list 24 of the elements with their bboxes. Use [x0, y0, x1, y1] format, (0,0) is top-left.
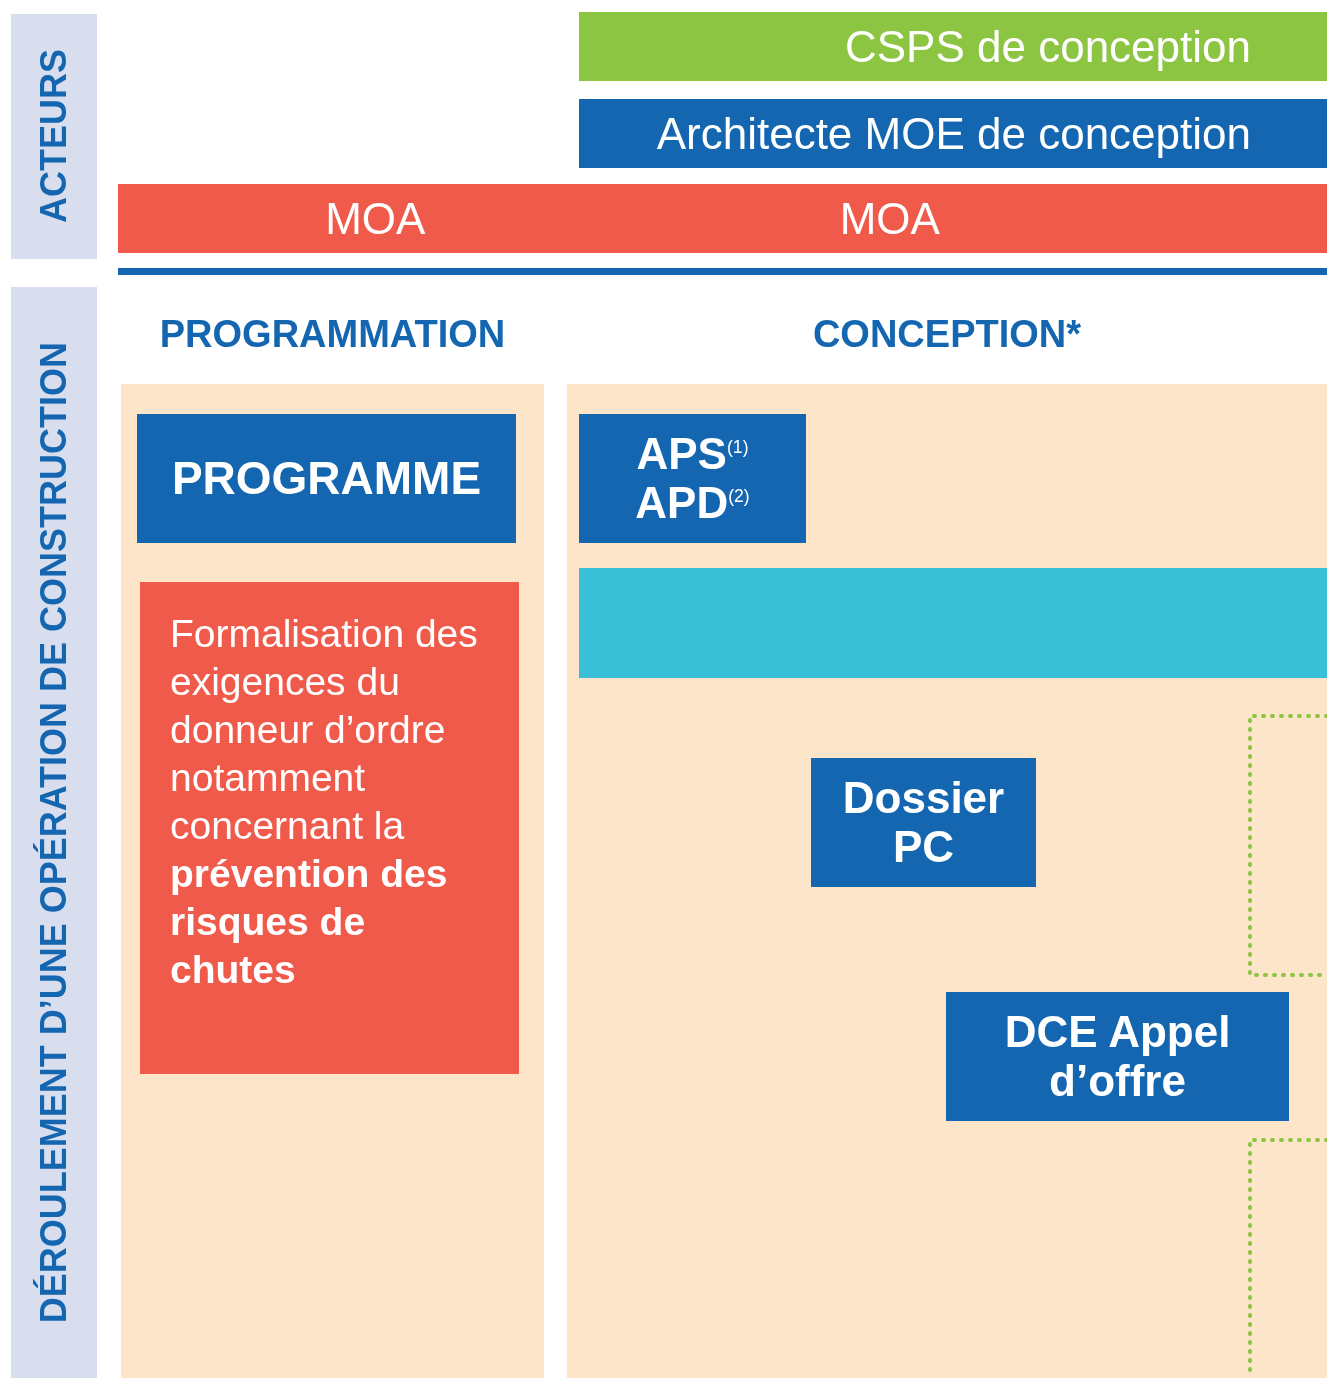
- band-title: ACTEURS: [33, 49, 75, 224]
- actor-label: MOA: [325, 193, 426, 244]
- box-label: APS$^{(1)}$ APD$^{(2)}$: [634, 430, 751, 527]
- phase-heading: PROGRAMMATION: [158, 313, 507, 356]
- side-band: [11, 287, 97, 1378]
- document-box: [137, 414, 516, 543]
- box-label: Dossier PC: [841, 774, 1006, 871]
- document-box: [811, 758, 1036, 887]
- actor-bar: [118, 184, 1327, 253]
- actor-label: Architecte MOE de conception: [656, 108, 1251, 159]
- document-box: [946, 992, 1289, 1121]
- band-title: DÉROULEMENT D’UNE OPÉRATION DE CONSTRUCTION: [33, 341, 75, 1324]
- side-band: [11, 14, 97, 259]
- actor-label: CSPS de conception: [844, 21, 1251, 72]
- phase-heading: CONCEPTION*: [811, 313, 1083, 356]
- box-label: PROGRAMME: [171, 453, 482, 504]
- actor-bar: [579, 12, 1327, 81]
- empty-bar: [579, 568, 1327, 678]
- document-box: [579, 414, 806, 543]
- actor-label: MOA: [839, 193, 940, 244]
- description-text: Formalisation des exigences du donneur d’ordre notamment concernant la prévention des risques de chutes: [170, 611, 479, 993]
- text-box: [140, 582, 519, 1074]
- actor-bar: [579, 99, 1327, 168]
- box-label: DCE Appel d’offre: [1003, 1008, 1232, 1105]
